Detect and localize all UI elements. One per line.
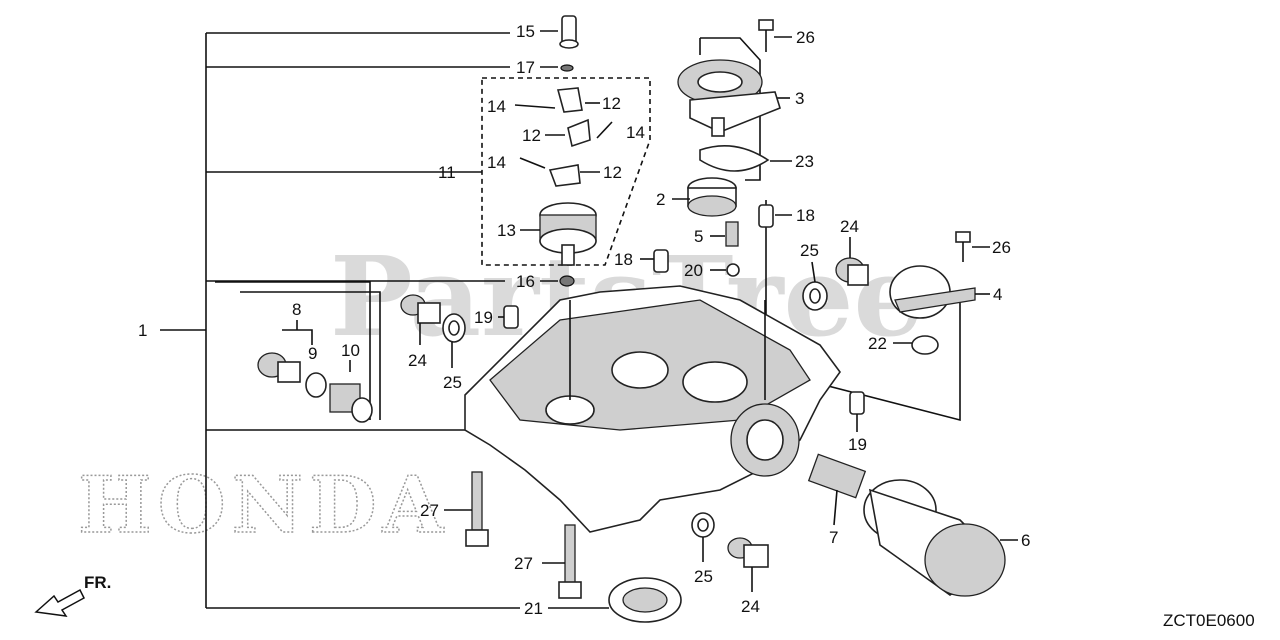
part-24-plug-bottom <box>727 537 769 568</box>
part-7-nipple <box>807 453 867 499</box>
callout-11: 11 <box>438 163 456 182</box>
part-27-bolt-left <box>465 471 489 547</box>
part-16-washer <box>559 275 575 287</box>
leaders <box>282 30 1018 609</box>
callout-2: 2 <box>656 190 665 209</box>
callout-9: 9 <box>308 344 317 363</box>
callout-27b: 27 <box>514 554 533 573</box>
part-14-pin <box>514 104 613 169</box>
part-9-washer <box>305 372 327 398</box>
bracket-1 <box>160 32 520 609</box>
part-5-spring <box>725 221 739 247</box>
callout-8: 8 <box>292 300 301 319</box>
part-27-bolt-mid <box>558 524 582 599</box>
callout-24c: 24 <box>741 597 760 616</box>
callout-10: 10 <box>341 341 360 360</box>
callout-18b: 18 <box>796 206 815 225</box>
part-22-oring <box>911 335 939 355</box>
callout-24b: 24 <box>408 351 427 370</box>
part-6-filter <box>863 479 1006 597</box>
callout-20: 20 <box>684 261 703 280</box>
part-1-case <box>464 285 841 533</box>
front-label: FR. <box>84 573 111 592</box>
callout-26a: 26 <box>796 28 815 47</box>
diagram-code: ZCT0E0600 <box>1163 611 1255 630</box>
part-12-clip <box>548 87 591 187</box>
part-25-washer-right <box>802 281 828 311</box>
part-8-plug <box>257 352 301 383</box>
part-25-washer-bottom <box>691 512 715 538</box>
callout-12b: 12 <box>522 126 541 145</box>
callout-14b: 14 <box>626 123 645 142</box>
callout-16: 16 <box>516 272 535 291</box>
part-2-rotor <box>687 177 737 217</box>
kit-11-box <box>481 77 651 266</box>
part-24-plug-left <box>400 294 441 324</box>
part-23-oring <box>699 144 770 172</box>
part-4-cover <box>889 265 976 319</box>
part-15-pin <box>559 15 579 49</box>
callout-14a: 14 <box>487 97 506 116</box>
part-21-seal <box>608 577 682 623</box>
part-3-pump <box>677 59 781 137</box>
callout-7: 7 <box>829 528 838 547</box>
part-24-plug-right <box>835 257 869 286</box>
part-26-bolt-right <box>955 231 971 262</box>
callout-12c: 12 <box>603 163 622 182</box>
callout-25c: 25 <box>694 567 713 586</box>
callout-4: 4 <box>993 285 1002 304</box>
callout-12a: 12 <box>602 94 621 113</box>
callout-22: 22 <box>868 334 887 353</box>
callout-25b: 25 <box>443 373 462 392</box>
callout-1: 1 <box>138 321 147 340</box>
part-18-pin-a <box>758 204 774 228</box>
part-26-bolt-top <box>758 19 774 52</box>
part-17-washer <box>560 64 574 72</box>
part-13-gear <box>539 202 597 266</box>
callout-19a: 19 <box>474 308 493 327</box>
callout-21: 21 <box>524 599 543 618</box>
callout-5: 5 <box>694 227 703 246</box>
part-25-washer-left <box>442 313 466 343</box>
callout-25a: 25 <box>800 241 819 260</box>
callout-labels: 15 17 14 12 12 14 14 12 11 13 16 18 26 3… <box>138 22 1030 618</box>
callout-6: 6 <box>1021 531 1030 550</box>
callout-27a: 27 <box>420 501 439 520</box>
part-20-ball <box>726 263 740 277</box>
callout-3: 3 <box>795 89 804 108</box>
callout-18a: 18 <box>614 250 633 269</box>
callout-15: 15 <box>516 22 535 41</box>
callout-13: 13 <box>497 221 516 240</box>
callout-14c: 14 <box>487 153 506 172</box>
bracket-pump <box>700 37 761 181</box>
callout-17: 17 <box>516 58 535 77</box>
callout-19b: 19 <box>848 435 867 454</box>
callout-24a: 24 <box>840 217 859 236</box>
front-arrow-icon: FR. <box>34 573 111 617</box>
part-10-nut <box>329 383 373 423</box>
brand-watermark: HONDA <box>78 460 449 551</box>
part-19-pin-a <box>503 305 519 329</box>
part-18-pin-b <box>653 249 669 273</box>
callout-23: 23 <box>795 152 814 171</box>
callout-26b: 26 <box>992 238 1011 257</box>
part-19-pin-b <box>849 391 865 415</box>
